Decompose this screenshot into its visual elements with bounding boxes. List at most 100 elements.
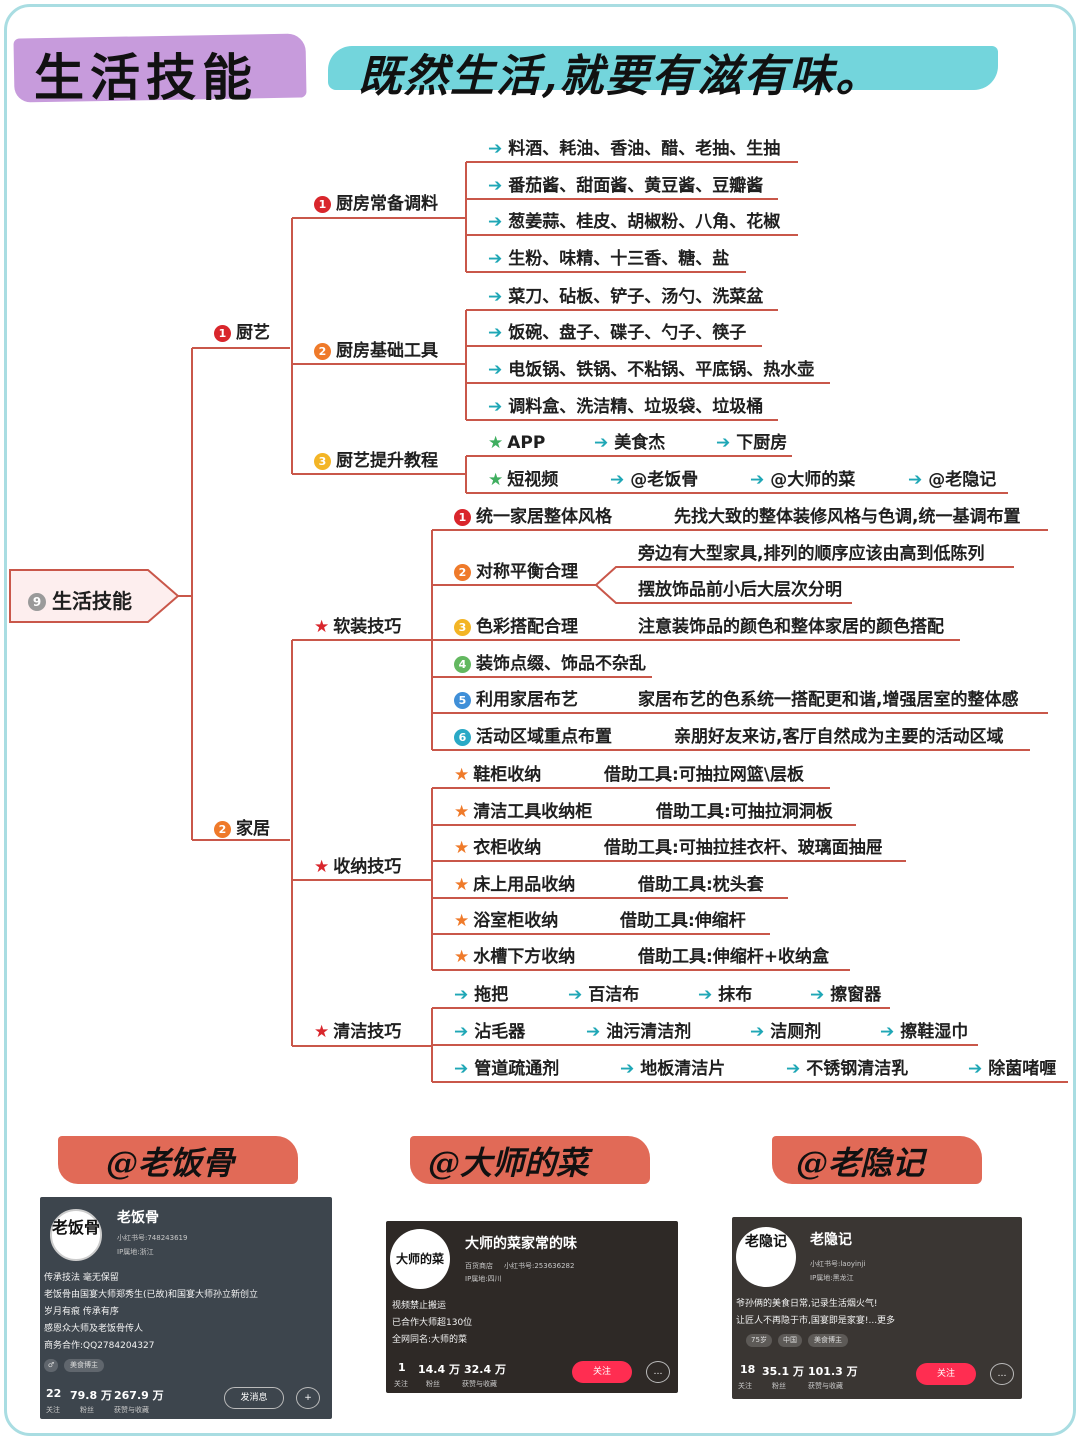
star-icon: ★ — [454, 947, 470, 967]
storage-item-desc: 借助工具:可抽拉网篮\层板 — [604, 765, 805, 785]
star-icon: ★ — [454, 802, 470, 822]
soft-item-desc: 家居布艺的色系统一搭配更和谐,增强居室的整体感 — [638, 690, 1019, 710]
message-button[interactable]: 发消息 — [224, 1387, 284, 1409]
profile-id: 小红书号:253636282 — [504, 1262, 575, 1270]
subtitle-highlight — [328, 46, 998, 90]
storage-item: ★清洁工具收纳柜 — [454, 802, 593, 822]
tag-badge: 中国 — [778, 1334, 802, 1347]
number-badge: 3 — [454, 619, 471, 636]
arrow-right-icon: ➔ — [454, 985, 469, 1005]
follow-button[interactable]: 关注 — [916, 1363, 976, 1385]
number-badge: 2 — [454, 564, 471, 581]
arrow-right-icon: ➔ — [880, 1022, 895, 1042]
star-icon: ★ — [488, 433, 504, 453]
cleaning-item: ➔擦窗器 — [810, 985, 882, 1005]
stat-label: 获赞与收藏 — [114, 1406, 149, 1414]
arrow-right-icon: ➔ — [454, 1059, 469, 1079]
chat-icon[interactable]: … — [646, 1361, 670, 1383]
number-badge: 6 — [454, 729, 471, 746]
arrow-right-icon: ➔ — [488, 323, 503, 343]
profile-ip: IP属地:黑龙江 — [810, 1274, 854, 1282]
avatar: 老饭骨 — [50, 1209, 102, 1261]
arrow-right-icon: ➔ — [908, 470, 923, 490]
node-label: 厨房基础工具 — [336, 341, 438, 361]
arrow-right-icon: ➔ — [750, 1022, 765, 1042]
seasoning-item: ➔生粉、味精、十三香、糖、盐 — [488, 249, 730, 269]
arrow-right-icon: ➔ — [488, 249, 503, 269]
bio-line: 感恩众大师及老饭骨传人 — [44, 1324, 144, 1334]
add-friend-icon[interactable]: + — [296, 1387, 320, 1409]
storage-item-desc: 借助工具:枕头套 — [638, 875, 764, 895]
storage-item: ★浴室柜收纳 — [454, 911, 559, 931]
arrow-right-icon: ➔ — [716, 433, 731, 453]
number-badge: 1 — [314, 196, 331, 213]
number-badge: 4 — [454, 656, 471, 673]
stat-follow: 18 — [740, 1363, 756, 1376]
tools-item: ➔电饭锅、铁锅、不粘锅、平底锅、热水壶 — [488, 360, 815, 380]
arrow-right-icon: ➔ — [750, 470, 765, 490]
tools-item: ➔菜刀、砧板、铲子、汤勺、洗菜盆 — [488, 287, 764, 307]
arrow-right-icon: ➔ — [594, 433, 609, 453]
node-label: 厨艺提升教程 — [336, 451, 438, 471]
branch-label: 家居 — [236, 819, 270, 839]
stat-likes: 32.4 万 — [464, 1363, 506, 1376]
banner-laofangu: @老饭骨 — [106, 1144, 235, 1182]
cleaning-item: ➔不锈钢清洁乳 — [786, 1059, 909, 1079]
stat-fans: 79.8 万 — [70, 1389, 112, 1402]
stat-label: 获赞与收藏 — [462, 1380, 497, 1388]
follow-button[interactable]: 关注 — [572, 1361, 632, 1383]
node-storage: ★收纳技巧 — [314, 857, 402, 877]
tutorial-video-item: ➔@老隐记 — [908, 470, 997, 490]
storage-item: ★床上用品收纳 — [454, 875, 576, 895]
stat-label: 关注 — [46, 1406, 60, 1414]
arrow-right-icon: ➔ — [620, 1059, 635, 1079]
stat-fans: 35.1 万 — [762, 1365, 804, 1378]
cleaning-item: ➔擦鞋湿巾 — [880, 1022, 969, 1042]
storage-item-desc: 借助工具:可抽拉挂衣杆、玻璃面抽屉 — [604, 838, 883, 858]
arrow-right-icon: ➔ — [568, 985, 583, 1005]
arrow-right-icon: ➔ — [488, 287, 503, 307]
tutorial-video-item: ➔@大师的菜 — [750, 470, 856, 490]
cleaning-item: ➔抹布 — [698, 985, 753, 1005]
root-label: 生活技能 — [52, 589, 132, 613]
page-frame — [4, 4, 1076, 1436]
tools-item: ➔调料盒、洗洁精、垃圾袋、垃圾桶 — [488, 397, 764, 417]
stat-label: 关注 — [738, 1382, 752, 1390]
storage-item: ★鞋柜收纳 — [454, 765, 542, 785]
tutorial-app-item: ➔美食杰 — [594, 433, 666, 453]
number-badge: 1 — [454, 509, 471, 526]
bio-line: 老饭骨由国宴大师郑秀生(已故)和国宴大师孙立新创立 — [44, 1290, 259, 1300]
arrow-right-icon: ➔ — [454, 1022, 469, 1042]
stat-label: 粉丝 — [772, 1382, 786, 1390]
gender-icon: ♂ — [44, 1359, 58, 1372]
profile-name: 大师的菜家常的味 — [465, 1236, 577, 1252]
soft-item-desc: 摆放饰品前小后大层次分明 — [638, 580, 842, 600]
profile-ip: IP属地:四川 — [465, 1275, 502, 1283]
tutorial-video-item: ➔@老饭骨 — [610, 470, 699, 490]
banner-dashidecai: @大师的菜 — [428, 1144, 589, 1182]
stat-fans: 14.4 万 — [418, 1363, 460, 1376]
arrow-right-icon: ➔ — [610, 470, 625, 490]
storage-item: ★衣柜收纳 — [454, 838, 542, 858]
bio-line: 爷孙俩的美食日常,记录生活烟火气! — [736, 1299, 878, 1309]
cleaning-item: ➔沾毛器 — [454, 1022, 526, 1042]
tutorial-app-item: ➔下厨房 — [716, 433, 788, 453]
seasoning-item: ➔料酒、耗油、香油、醋、老抽、生抽 — [488, 139, 781, 159]
star-icon: ★ — [454, 911, 470, 931]
profile-id: 小红书号:748243619 — [117, 1234, 188, 1242]
banner-highlight — [772, 1136, 982, 1184]
banner-highlight — [410, 1136, 650, 1184]
chat-icon[interactable]: … — [990, 1363, 1014, 1385]
number-badge: 2 — [214, 821, 231, 838]
stat-follow: 1 — [398, 1361, 406, 1374]
node-cleaning: ★清洁技巧 — [314, 1022, 402, 1042]
star-icon: ★ — [314, 1022, 330, 1042]
cleaning-item: ➔除菌啫喱 — [968, 1059, 1057, 1079]
avatar: 大师的菜 — [390, 1229, 450, 1289]
